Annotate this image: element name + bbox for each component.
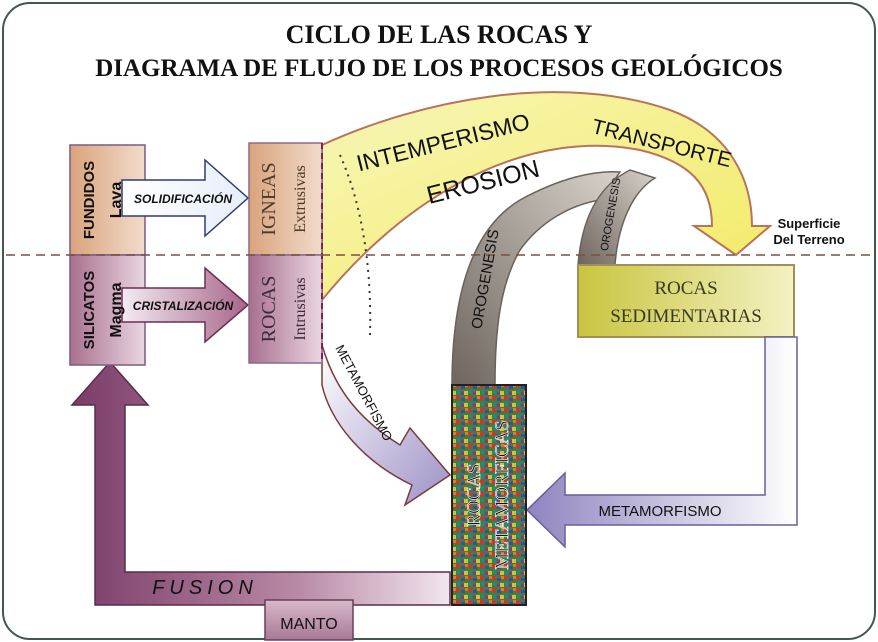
rocas-igneous-label: ROCAS (258, 276, 280, 343)
cristalizacion-label: CRISTALIZACIÓN (133, 298, 234, 313)
solidificacion-arrow (121, 158, 250, 238)
metamorphic-rocks-box (451, 384, 527, 606)
fundidos-label: FUNDIDOS (81, 161, 98, 239)
sedimentary-rocks-box (577, 264, 795, 338)
metamorphic-rocas-label: ROCAS (464, 463, 485, 526)
sedimentary-label-2: SEDIMENTARIAS (610, 306, 762, 327)
surface-label-1: Superficie (778, 216, 841, 231)
metamorfismo-arrow-right (525, 336, 798, 549)
cristalizacion-arrow (121, 266, 250, 344)
igneous-intrusive-box (248, 254, 323, 364)
silicatos-label: SILICATOS (81, 271, 98, 350)
magma-label: Magma (108, 282, 125, 337)
solidificacion-label: SOLIDIFICACIÓN (134, 191, 232, 206)
igneous-extrusive-box (248, 142, 323, 256)
orogenesis-arrow-large (451, 170, 622, 386)
sedimentary-label-1: ROCAS (654, 278, 717, 299)
extrusivas-label: Extrusivas (292, 165, 309, 233)
surface-label-2: Del Terreno (773, 232, 844, 247)
metamorfismo-right-label: METAMORFISMO (598, 503, 721, 520)
metamorfismo-arrow-left (321, 344, 452, 507)
manto-label: MANTO (280, 616, 337, 633)
intemperismo-arrow (321, 91, 773, 303)
orogenesis-arrow-small (577, 169, 657, 266)
title-line-1: CICLO DE LAS ROCAS Y (285, 20, 593, 49)
metamorphic-metamorficas-label: METAMORFICAS (492, 420, 513, 569)
fusion-arrow (70, 360, 451, 606)
fusion-label: FUSION (152, 577, 258, 599)
title-line-2: DIAGRAMA DE FLUJO DE LOS PROCESOS GEOLÓG… (95, 55, 783, 82)
igneas-label: IGNEAS (258, 162, 280, 235)
intrusivas-label: Intrusivas (292, 277, 309, 340)
manto-box (264, 599, 354, 641)
lava-label: Lava (108, 182, 125, 219)
